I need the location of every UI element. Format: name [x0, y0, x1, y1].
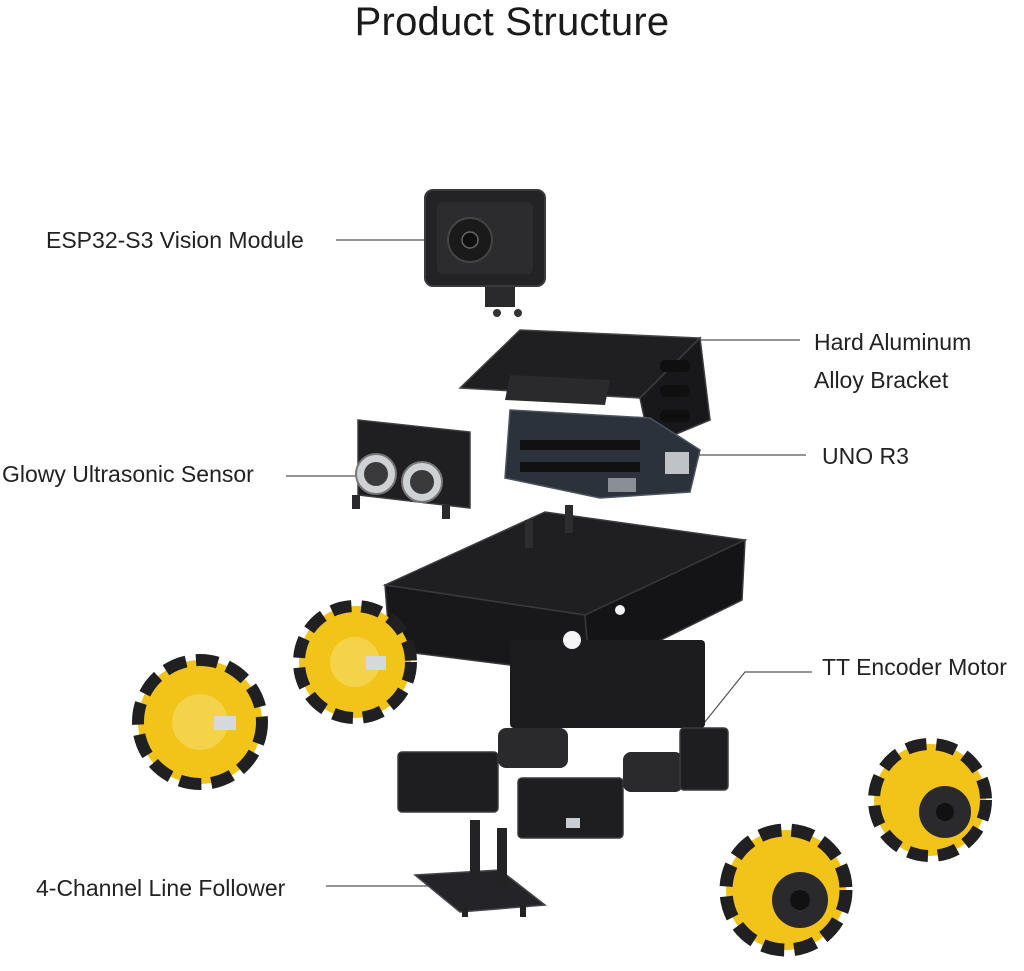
mecanum-wheel-1-image [132, 654, 268, 790]
label-ultrasonic: Glowy Ultrasonic Sensor [2, 461, 254, 487]
page-title: Product Structure [354, 0, 670, 44]
label-encoder-motor: TT Encoder Motor [822, 654, 1007, 680]
label-vision-module: ESP32-S3 Vision Module [46, 227, 304, 253]
leader-line-motor [699, 671, 812, 729]
mecanum-wheel-2-image [293, 600, 417, 724]
line-follower-image [413, 820, 547, 917]
label-line-follower: 4-Channel Line Follower [36, 875, 286, 901]
uno-board-image [504, 409, 701, 499]
label-bracket-line2: Alloy Bracket [814, 367, 949, 393]
chassis-image [382, 505, 748, 728]
ultrasonic-sensor-image [352, 419, 471, 519]
mecanum-wheel-3-image [719, 823, 853, 957]
mecanum-wheel-4-image [868, 738, 992, 862]
label-uno: UNO R3 [822, 443, 909, 469]
encoder-motors-image [397, 727, 729, 839]
bracket-image [458, 329, 711, 447]
vision-module-image [424, 189, 546, 317]
label-bracket-line1: Hard Aluminum [814, 329, 972, 355]
